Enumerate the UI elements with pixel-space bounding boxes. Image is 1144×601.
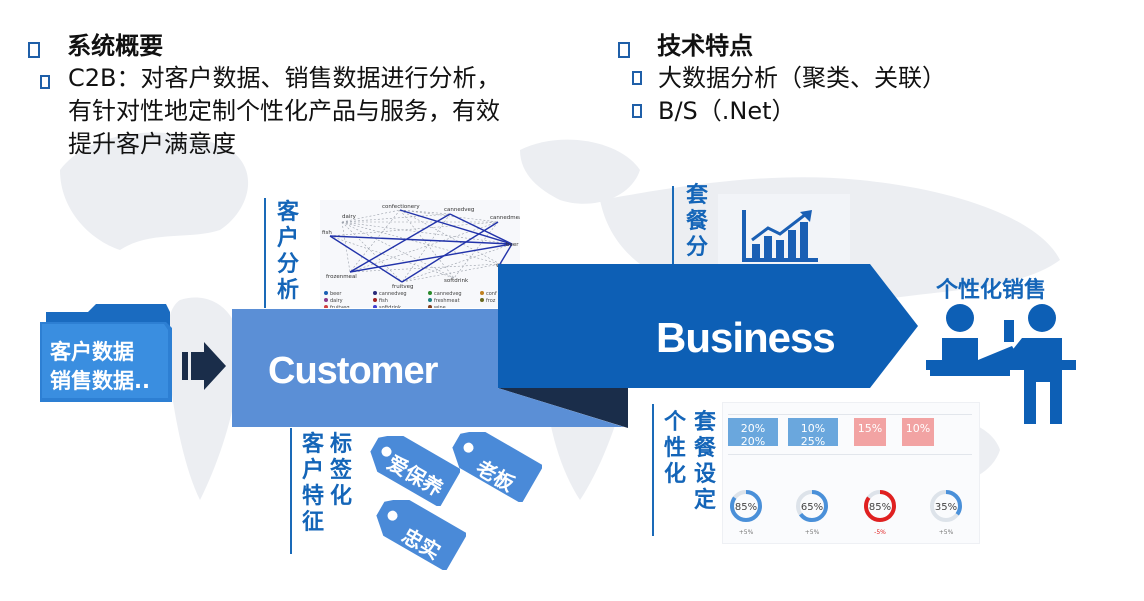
legend-item: cannedveg	[434, 291, 462, 297]
right-bullet-2: B/S（.Net）	[658, 97, 796, 125]
gauge-arc	[864, 490, 896, 522]
dashboard-header-row	[728, 408, 972, 415]
bullet-square-icon	[632, 71, 642, 85]
left-section-bullet: C2B：对客户数据、销售数据进行分析， 有针对性地定制个性化产品与服务，有效 提…	[40, 62, 580, 161]
shadow-wedge	[498, 388, 628, 428]
tag-love-maintenance	[370, 436, 460, 506]
legend-item: dairy	[330, 298, 343, 304]
gauge-delta-label: +5%	[939, 529, 954, 536]
customer-analysis-label: 客户分析	[276, 200, 299, 303]
personalized-package-label-1: 个性化	[663, 410, 686, 487]
divider-line	[264, 198, 266, 308]
personalized-package-label-2: 套餐设定	[693, 410, 716, 513]
data-folder-icon	[40, 304, 172, 402]
graph-node-label: beer	[506, 242, 519, 248]
sales-people-icon	[926, 304, 1076, 424]
graph-node-label: frozenmeal	[326, 274, 357, 280]
right-section-bullets: 大数据分析（聚类、关联） B/S（.Net）	[632, 62, 1052, 128]
gauge-value-label: 85%	[735, 502, 757, 513]
left-bullet-line-3: 提升客户满意度	[68, 130, 236, 158]
left-section-title: 系统概要	[67, 32, 164, 60]
graph-node-label: fish	[322, 230, 332, 236]
graph-node-label: cannedmeat	[490, 215, 520, 221]
kpi-tile-values: 10% 25%	[800, 422, 826, 448]
gauge-arc	[930, 490, 962, 522]
right-section-title-row: 技术特点	[618, 26, 753, 61]
arrow-right-icon	[182, 342, 226, 390]
tag-boss	[452, 432, 542, 502]
graph-node-label: fruitveg	[392, 284, 414, 290]
legend-item: softdrink	[379, 305, 401, 308]
kpi-tile	[728, 418, 778, 446]
left-bullet-line-2: 有针对性地定制个性化产品与服务，有效	[68, 97, 500, 125]
network-graph-panel	[320, 200, 520, 308]
kpi-tile	[854, 418, 886, 446]
left-section-title-row: 系统概要	[28, 26, 163, 61]
kpi-tile	[788, 418, 838, 446]
kpi-tile-value: 10%	[905, 422, 931, 435]
graph-node-label: softdrink	[444, 278, 469, 284]
tag-loyal	[376, 500, 466, 570]
graph-node-label: cannedveg	[444, 207, 474, 213]
graph-node-label: confectionery	[382, 204, 420, 210]
gauge-value-label: 85%	[869, 502, 891, 513]
customer-tags-label-2: 标签化	[329, 432, 352, 509]
customer-box-extension	[498, 388, 624, 427]
gauge-value-label: 35%	[935, 502, 957, 513]
right-bullet-1: 大数据分析（聚类、关联）	[658, 64, 946, 92]
folder-line-2: 销售数据..	[50, 369, 150, 393]
folder-line-1: 客户数据	[50, 340, 134, 364]
graph-node-label: dairy	[342, 214, 357, 220]
gauge-arc	[730, 490, 762, 522]
legend-item: froz	[486, 298, 496, 304]
gauge-delta-label: -5%	[874, 529, 886, 536]
legend-item: fruitveg	[330, 305, 350, 308]
legend-item: conf	[486, 291, 497, 297]
customer-box	[232, 309, 498, 427]
dashboard-divider	[728, 454, 972, 455]
legend-item: fish	[379, 298, 388, 304]
right-section-title: 技术特点	[657, 32, 754, 60]
business-arrow	[498, 264, 918, 388]
bar-chart-growth-icon	[742, 210, 818, 262]
legend-item: cannedveg	[379, 291, 407, 297]
bullet-square-icon	[40, 74, 50, 89]
package-analysis-label: 套餐分	[685, 183, 708, 260]
network-graph: dairy confectionery cannedveg cannedmeat…	[322, 204, 520, 308]
divider-line	[652, 404, 654, 536]
kpi-tile-value: 15%	[857, 422, 883, 435]
bullet-square-icon	[632, 104, 642, 118]
bullet-square-icon	[618, 41, 630, 58]
personalized-sales-label: 个性化销售	[936, 278, 1047, 303]
legend-item: wine	[434, 305, 446, 308]
left-bullet-line-1: C2B：对客户数据、销售数据进行分析，	[68, 64, 501, 92]
gauge-arc	[796, 490, 828, 522]
gauge-value-label: 65%	[801, 502, 823, 513]
kpi-tile	[902, 418, 934, 446]
customer-tags-label-1: 客户特征	[301, 432, 324, 535]
legend-item: freshmeat	[434, 298, 460, 304]
gauge-delta-label: +5%	[805, 529, 820, 536]
gauge-delta-label: +5%	[739, 529, 754, 536]
folder-label: 客户数据 销售数据..	[50, 338, 175, 396]
gauge-row: 85% +5% 65% +5% 85% -5% 35% +5%	[730, 490, 962, 536]
legend-item: beer	[330, 291, 342, 297]
business-label: Business	[656, 314, 836, 361]
divider-line	[290, 428, 292, 554]
divider-line	[672, 186, 674, 270]
customer-label: Customer	[268, 350, 438, 392]
dashboard: 20% 20% 10% 25% 15% 10% 85% +5% 65% +5% 85% -…	[724, 404, 976, 540]
kpi-tile-values: 20% 20%	[740, 422, 766, 448]
bullet-square-icon	[28, 41, 40, 58]
